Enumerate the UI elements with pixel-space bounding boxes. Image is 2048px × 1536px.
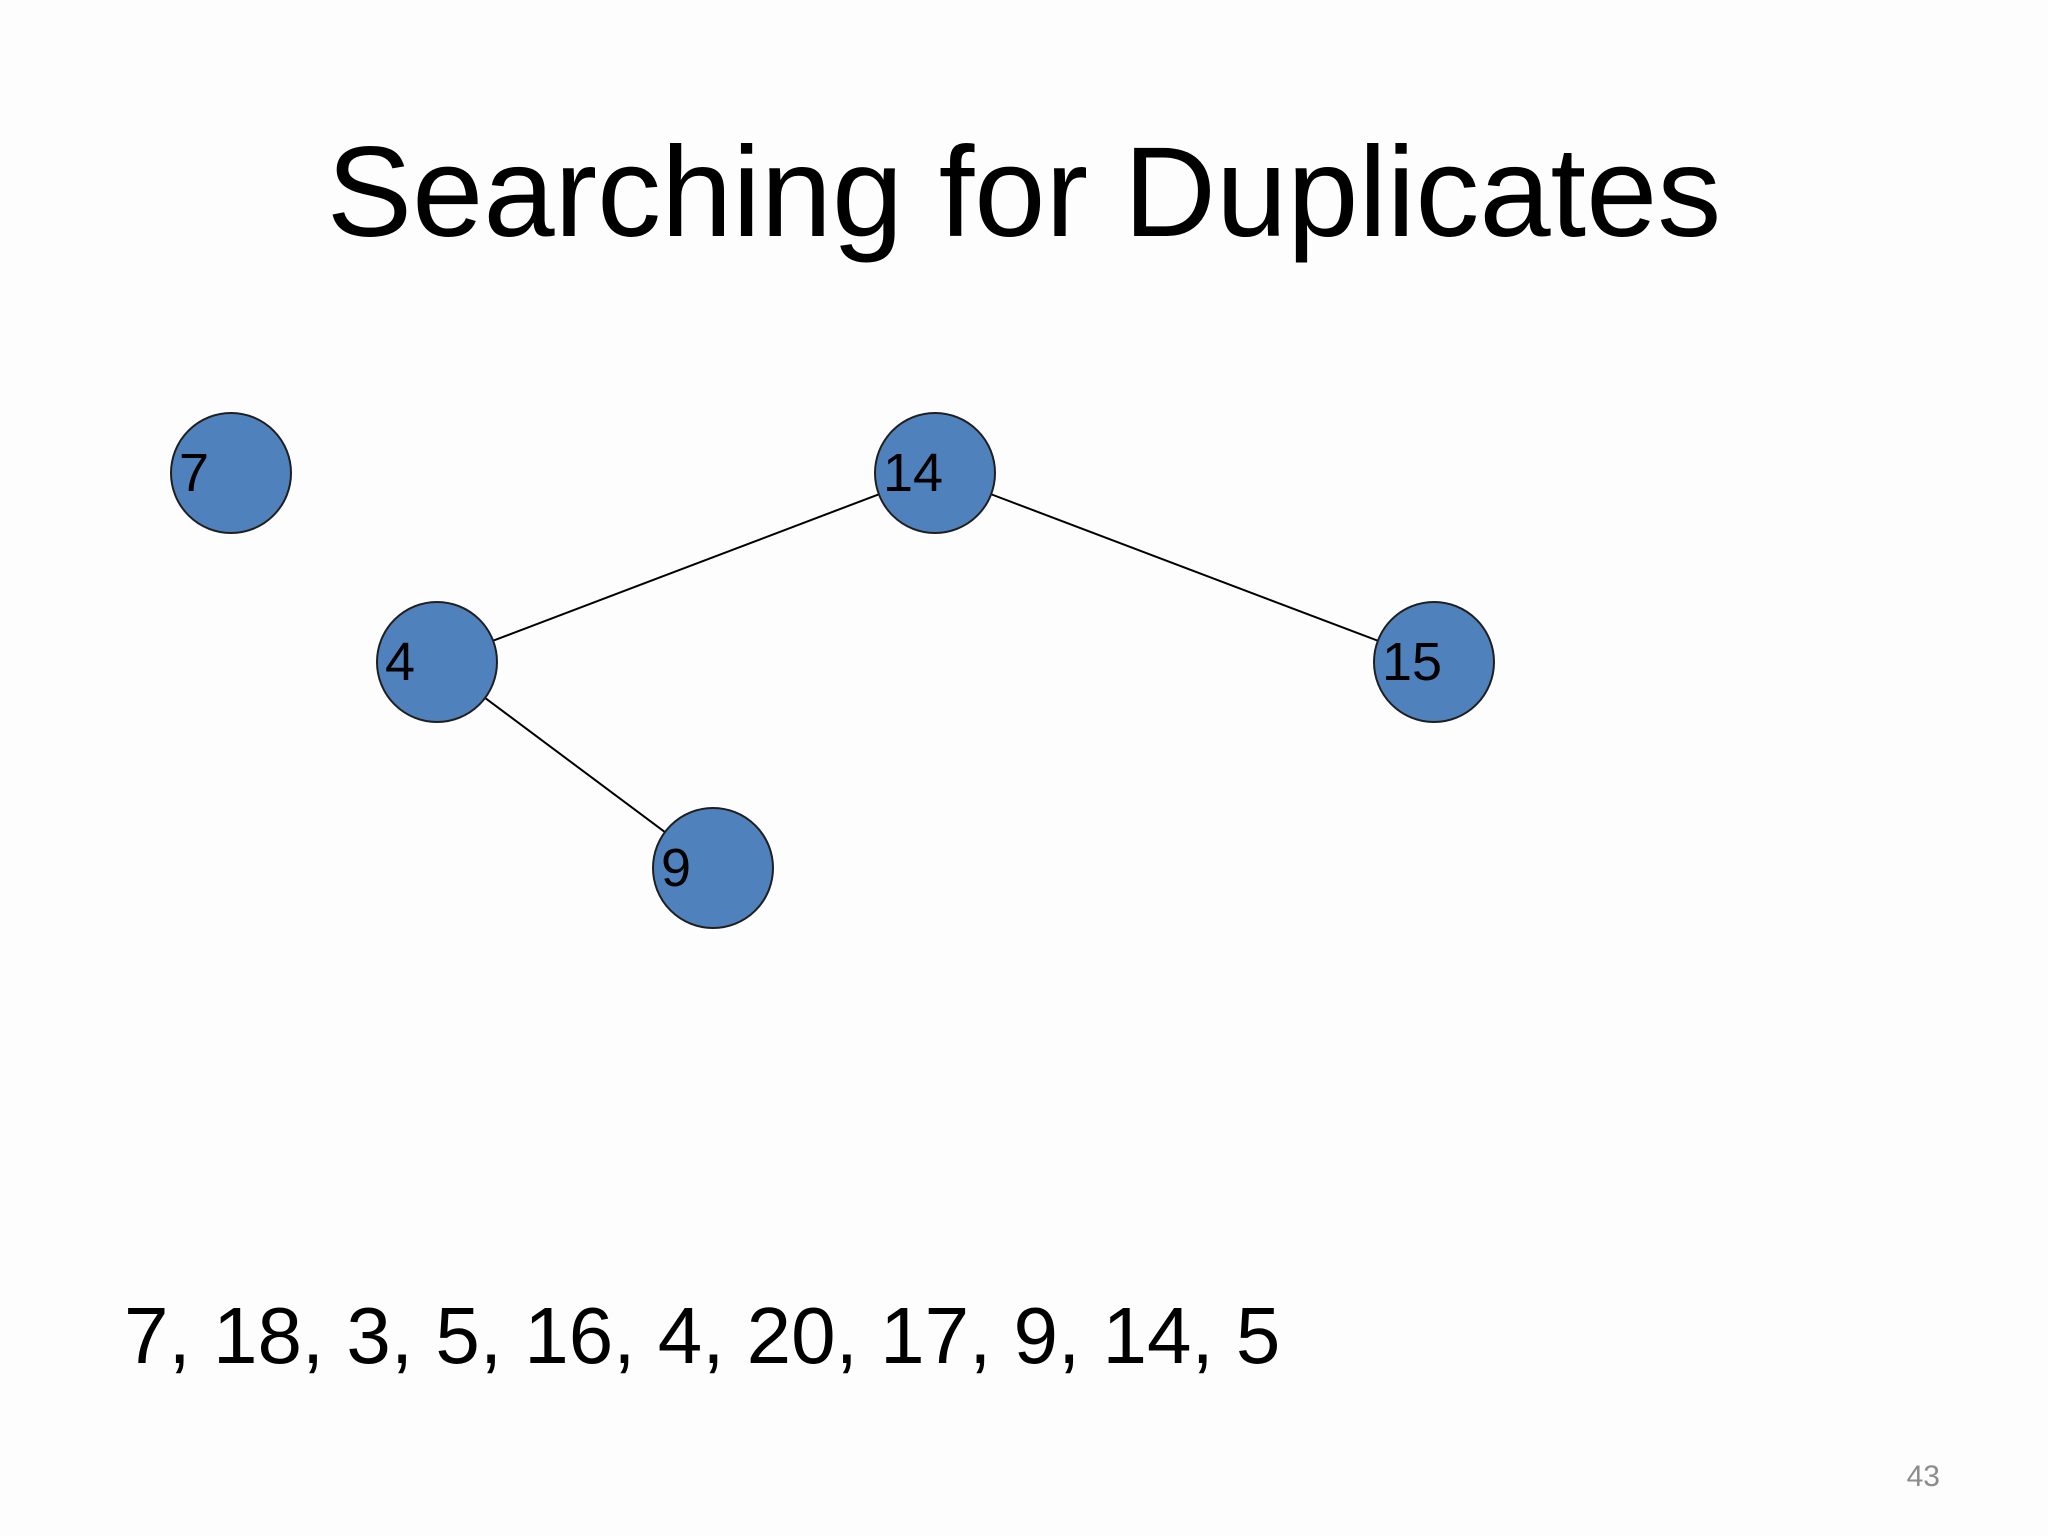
- tree-node-circle: [652, 807, 774, 929]
- tree-edge: [990, 493, 1379, 642]
- tree-node-label: 9: [661, 838, 691, 898]
- tree-node-circle: [874, 412, 996, 534]
- tree-node-7: 7: [170, 412, 292, 534]
- tree-edge: [492, 493, 880, 642]
- edges-layer: [484, 493, 1379, 833]
- tree-node-14: 14: [874, 412, 996, 534]
- nodes-layer: 7 14 4 15 9: [170, 412, 1495, 929]
- tree-edge: [484, 697, 666, 833]
- number-sequence: 7, 18, 3, 5, 16, 4, 20, 17, 9, 14, 5: [124, 1291, 1281, 1380]
- tree-node-label: 7: [179, 443, 209, 503]
- tree-node-circle: [1373, 601, 1495, 723]
- slide-number: 43: [1906, 1460, 1940, 1493]
- tree-node-circle: [376, 601, 498, 723]
- tree-node-circle: [170, 412, 292, 534]
- tree-node-label: 14: [883, 443, 943, 503]
- tree-node-15: 15: [1373, 601, 1495, 723]
- tree-node-label: 15: [1382, 632, 1442, 692]
- tree-node-label: 4: [385, 632, 415, 692]
- slide-title: Searching for Duplicates: [326, 121, 1722, 264]
- tree-node-4: 4: [376, 601, 498, 723]
- tree-node-9: 9: [652, 807, 774, 929]
